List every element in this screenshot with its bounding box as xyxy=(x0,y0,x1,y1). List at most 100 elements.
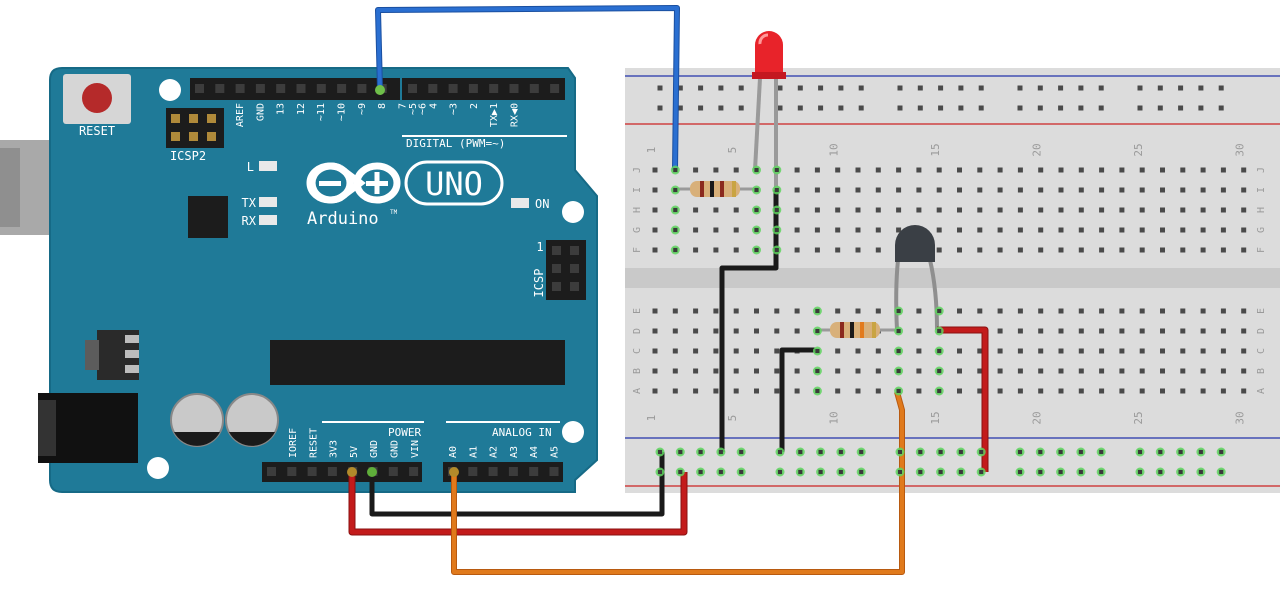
digital-pin[interactable] xyxy=(550,84,560,93)
analog-pin[interactable] xyxy=(549,467,559,476)
connected-hole-center xyxy=(739,470,744,474)
breadboard-hole xyxy=(1099,207,1105,213)
led-on xyxy=(511,198,529,208)
reset-button-cap[interactable] xyxy=(82,83,112,113)
breadboard-hole xyxy=(835,388,841,394)
breadboard-hole xyxy=(977,368,983,374)
digital-pin[interactable] xyxy=(529,84,539,93)
power-pin[interactable] xyxy=(307,467,317,476)
analog-pin[interactable] xyxy=(488,467,498,476)
arduino-uno-board: RESET ICSP2 L TX RX ON UNO Arduino xyxy=(0,67,598,493)
breadboard-hole xyxy=(1241,167,1247,173)
icsp-pin xyxy=(552,264,561,273)
icsp2-pin xyxy=(207,132,216,141)
digital-pin[interactable] xyxy=(195,84,204,93)
connected-hole-center xyxy=(1178,470,1183,474)
power-pin[interactable] xyxy=(409,467,419,476)
connected-hole-center xyxy=(838,470,843,474)
digital-pin[interactable] xyxy=(255,84,265,93)
breadboard-hole xyxy=(733,167,739,173)
digital-pin-label: 8 xyxy=(377,103,388,109)
breadboard-hole xyxy=(1160,328,1165,334)
breadboard-hole xyxy=(1038,328,1044,334)
connected-hole-center xyxy=(1099,470,1104,474)
rail-hole xyxy=(1137,105,1143,111)
digital-pin[interactable] xyxy=(215,84,225,93)
connected-hole-center xyxy=(838,450,843,454)
breadboard-hole xyxy=(1220,308,1226,314)
digital-pin[interactable] xyxy=(489,84,499,93)
digital-pin[interactable] xyxy=(428,84,438,93)
breadboard-hole xyxy=(875,207,881,213)
connected-hole-center xyxy=(673,168,678,172)
digital-pin[interactable] xyxy=(468,84,478,93)
digital-pin[interactable] xyxy=(296,84,306,93)
thermistor-leg xyxy=(894,259,900,331)
row-letter: F xyxy=(1256,247,1267,253)
power-pin[interactable] xyxy=(287,467,297,476)
digital-pin[interactable] xyxy=(509,84,519,93)
power-pin[interactable] xyxy=(327,467,337,476)
atmega-chip xyxy=(270,340,565,385)
connected-hole-center xyxy=(958,450,963,454)
breadboard-hole xyxy=(1038,247,1044,253)
breadboard-hole xyxy=(1038,308,1044,314)
breadboard-hole xyxy=(1099,388,1105,394)
row-letter: I xyxy=(632,187,643,193)
power-pin-label: 5V xyxy=(349,446,360,458)
breadboard-hole xyxy=(693,227,699,233)
breadboard-hole xyxy=(1058,227,1064,233)
rail-hole xyxy=(897,85,903,91)
breadboard-hole xyxy=(713,368,719,374)
connected-hole-center xyxy=(898,470,902,474)
digital-pin-label: AREF xyxy=(235,103,246,127)
digital-pin[interactable] xyxy=(337,84,347,93)
breadboard-hole xyxy=(794,308,800,314)
breadboard-hole xyxy=(1180,247,1186,253)
breadboard-hole xyxy=(916,308,922,314)
breadboard-hole xyxy=(1119,368,1125,374)
rail-hole xyxy=(818,85,824,91)
breadboard-hole xyxy=(1058,388,1064,394)
power-pin[interactable] xyxy=(388,467,398,476)
breadboard-hole xyxy=(997,167,1003,173)
analog-pin[interactable] xyxy=(468,467,478,476)
led-l-label: L xyxy=(247,160,254,174)
breadboard-hole xyxy=(835,167,841,173)
breadboard-hole xyxy=(1200,167,1206,173)
column-number: 1 xyxy=(645,147,658,154)
breadboard-hole xyxy=(1119,227,1125,233)
digital-pin[interactable] xyxy=(357,84,367,93)
rail-hole xyxy=(858,85,864,91)
digital-pin[interactable] xyxy=(408,84,417,93)
led-highlight xyxy=(758,33,769,45)
analog-pin[interactable] xyxy=(529,467,539,476)
digital-pin[interactable] xyxy=(276,84,286,93)
column-number: 5 xyxy=(726,415,739,422)
digital-pin-label: 13 xyxy=(276,103,287,115)
capacitor xyxy=(170,393,224,447)
connected-hole-center xyxy=(898,450,902,454)
breadboard-hole xyxy=(1017,187,1023,193)
analog-pin[interactable] xyxy=(508,467,518,476)
icsp-pin1-label: 1 xyxy=(536,240,543,254)
digital-pin[interactable] xyxy=(316,84,326,93)
logo-arduino-text: Arduino xyxy=(307,209,379,229)
mounting-hole xyxy=(159,79,181,101)
connected-hole-center xyxy=(774,208,779,212)
breadboard-hole xyxy=(794,187,800,193)
breadboard-hole xyxy=(1139,308,1145,314)
power-pin[interactable] xyxy=(267,467,276,476)
connected-hole-center xyxy=(859,470,864,474)
digital-pin[interactable] xyxy=(448,84,458,93)
reset-label: RESET xyxy=(79,124,115,138)
digital-pin[interactable] xyxy=(235,84,245,93)
rail-hole xyxy=(797,85,803,91)
breadboard-hole xyxy=(1099,368,1105,374)
connected-hole-center xyxy=(918,450,923,454)
breadboard-hole xyxy=(875,308,881,314)
breadboard-hole xyxy=(977,388,983,394)
